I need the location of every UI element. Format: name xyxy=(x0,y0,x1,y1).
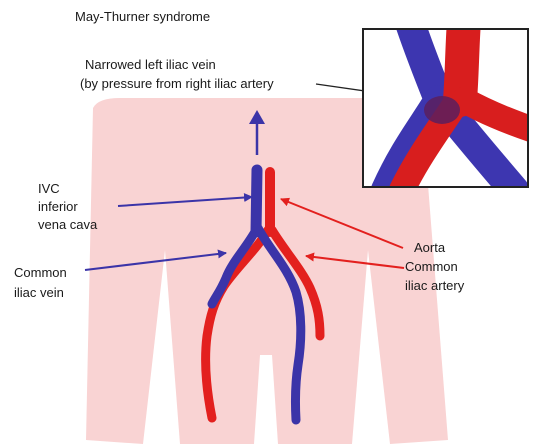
cia-label-line2: iliac artery xyxy=(405,278,464,294)
aorta-label: Aorta xyxy=(414,240,445,256)
compression-inset xyxy=(362,28,529,188)
ivc-label-line1: IVC xyxy=(38,181,60,197)
compression-detail xyxy=(364,30,527,186)
ivc-label-line2: inferior xyxy=(38,199,78,215)
inferior-vena-cava xyxy=(256,170,257,232)
diagram-title: May-Thurner syndrome xyxy=(75,9,210,25)
civ-label-line2: iliac vein xyxy=(14,285,64,301)
ivc-label-line3: vena cava xyxy=(38,217,97,233)
civ-label-line1: Common xyxy=(14,265,67,281)
narrowed-vein-label-line2: (by pressure from right iliac artery xyxy=(80,76,274,92)
inset-compression-zone xyxy=(424,96,460,124)
narrowed-vein-label-line1: Narrowed left iliac vein xyxy=(85,57,216,73)
cia-label-line1: Common xyxy=(405,259,458,275)
